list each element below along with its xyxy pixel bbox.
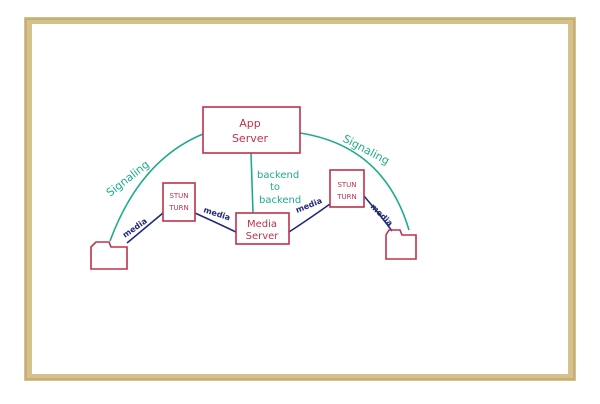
app-server-label-line1: App (239, 117, 261, 130)
stun-left-label-line1: STUN (169, 192, 188, 200)
stun-turn-left-box (162, 182, 196, 222)
media-link-2 (194, 212, 237, 233)
app-server-box (202, 106, 301, 154)
signaling-link-right (299, 132, 410, 231)
backend-label-line2: to (270, 182, 280, 193)
media-link-1 (126, 212, 164, 244)
board-surface (32, 24, 568, 374)
backend-label-line1: backend (257, 170, 299, 181)
stun-right-label-line1: STUN (337, 181, 356, 189)
backend-label-line3: backend (259, 195, 301, 206)
media-link-3 (288, 203, 331, 233)
client-left-folder-icon (90, 241, 128, 270)
stun-turn-right-box (329, 169, 365, 208)
frame-edge (25, 18, 575, 380)
signaling-link-left (109, 133, 204, 242)
media-server-label-line2: Server (246, 231, 280, 242)
media-link-4 (363, 195, 393, 232)
stun-right-label-line2: TURN (336, 193, 357, 201)
stun-left-label-line2: TURN (168, 204, 189, 212)
backend-link (250, 152, 254, 214)
media-server-label-line1: Media (247, 219, 277, 230)
media-server-box (235, 212, 290, 245)
app-server-label-line2: Server (232, 132, 269, 145)
client-right-folder-icon (385, 229, 417, 260)
